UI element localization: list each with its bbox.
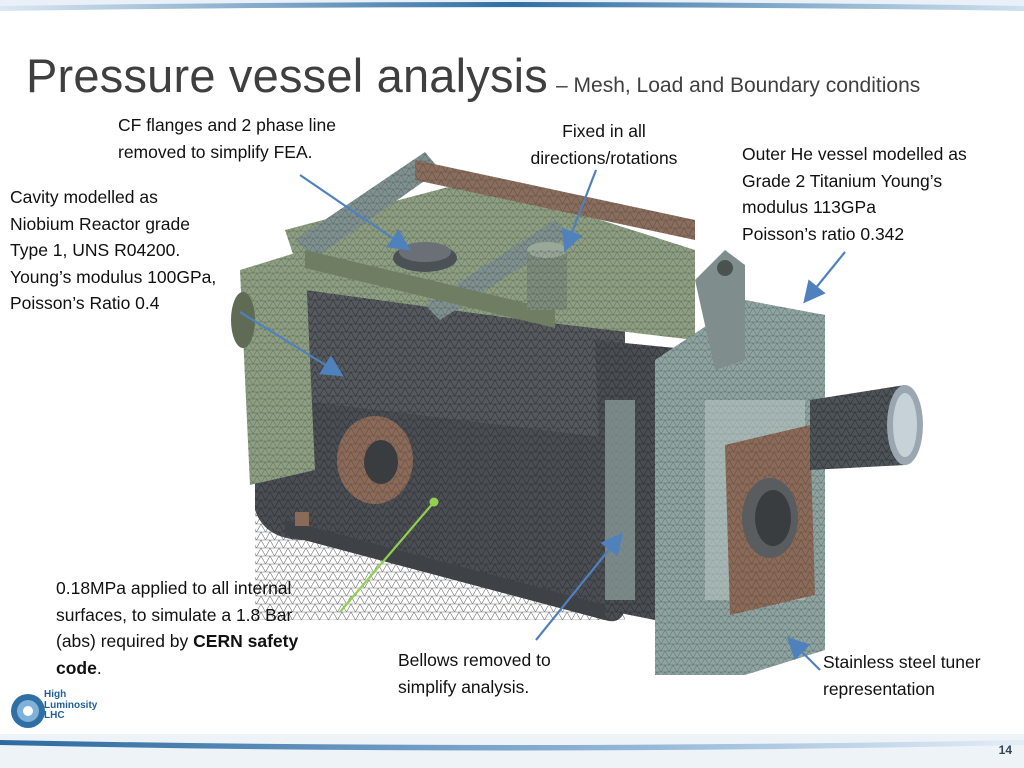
- tuner-plate: [725, 425, 815, 615]
- title-main: Pressure vessel analysis: [26, 49, 549, 102]
- title-subtitle: – Mesh, Load and Boundary conditions: [556, 74, 921, 97]
- logo-line: Luminosity: [44, 699, 98, 711]
- note-bold-text: code: [56, 657, 97, 678]
- note-outer-vessel: Outer He vessel modelled as Grade 2 Tita…: [742, 141, 967, 247]
- left-end-plate: [231, 250, 315, 485]
- note-cavity: Cavity modelled as Niobium Reactor grade…: [10, 184, 216, 317]
- note-line: Poisson’s Ratio 0.4: [10, 293, 160, 313]
- page-number: 14: [998, 743, 1012, 757]
- logo-line: High: [44, 689, 67, 700]
- top-ports: [393, 242, 567, 310]
- note-line: (abs) required by CERN safety: [56, 628, 298, 655]
- note-line: surfaces, to simulate a 1.8 Bar: [56, 604, 293, 625]
- note-line: Bellows removed to: [398, 650, 551, 670]
- note-line: Young’s modulus 100GPa,: [10, 266, 217, 287]
- note-line: code.: [56, 655, 298, 682]
- slide-title: Pressure vessel analysis – Mesh, Load and…: [26, 48, 920, 103]
- note-bold-text: CERN safety: [193, 631, 299, 651]
- note-line: Type 1, UNS R04200.: [10, 240, 181, 260]
- note-line: Stainless steel tuner: [823, 652, 981, 672]
- note-line: removed to simplify FEA.: [118, 141, 313, 162]
- note-tuner: Stainless steel tuner representation: [823, 649, 981, 702]
- note-bellows: Bellows removed to simplify analysis.: [398, 647, 551, 700]
- note-flanges: CF flanges and 2 phase line removed to s…: [118, 112, 336, 165]
- note-line: Poisson’s ratio 0.342: [742, 223, 905, 244]
- note-line: simplify analysis.: [398, 676, 530, 697]
- body-flange: [337, 416, 413, 504]
- bottom-decorative-band: [0, 734, 1024, 768]
- high-luminosity-lhc-logo-icon: [11, 694, 45, 728]
- right-pipe: [810, 385, 923, 470]
- note-line: 0.18MPa applied to all internal: [56, 578, 292, 598]
- logo-line: LHC: [44, 710, 65, 721]
- note-text: .: [96, 657, 102, 678]
- note-line: modulus 113GPa: [742, 197, 876, 217]
- logo-text: High Luminosity LHC: [44, 689, 98, 722]
- note-line: Cavity modelled as: [10, 187, 158, 207]
- bottom-bolt: [295, 512, 309, 526]
- note-fixed: Fixed in all directions/rotations: [512, 118, 696, 171]
- note-line: Fixed in all: [562, 121, 646, 141]
- note-line: CF flanges and 2 phase line: [118, 115, 336, 135]
- note-line: Outer He vessel modelled as: [742, 144, 967, 164]
- note-pressure: 0.18MPa applied to all internal surfaces…: [56, 575, 298, 681]
- note-line: Grade 2 Titanium Young’s: [742, 170, 943, 191]
- note-line: representation: [823, 678, 935, 699]
- note-text: (abs) required by: [56, 631, 194, 651]
- note-line: Niobium Reactor grade: [10, 213, 190, 234]
- note-line: directions/rotations: [530, 147, 678, 168]
- top-decorative-band: [0, 0, 1024, 11]
